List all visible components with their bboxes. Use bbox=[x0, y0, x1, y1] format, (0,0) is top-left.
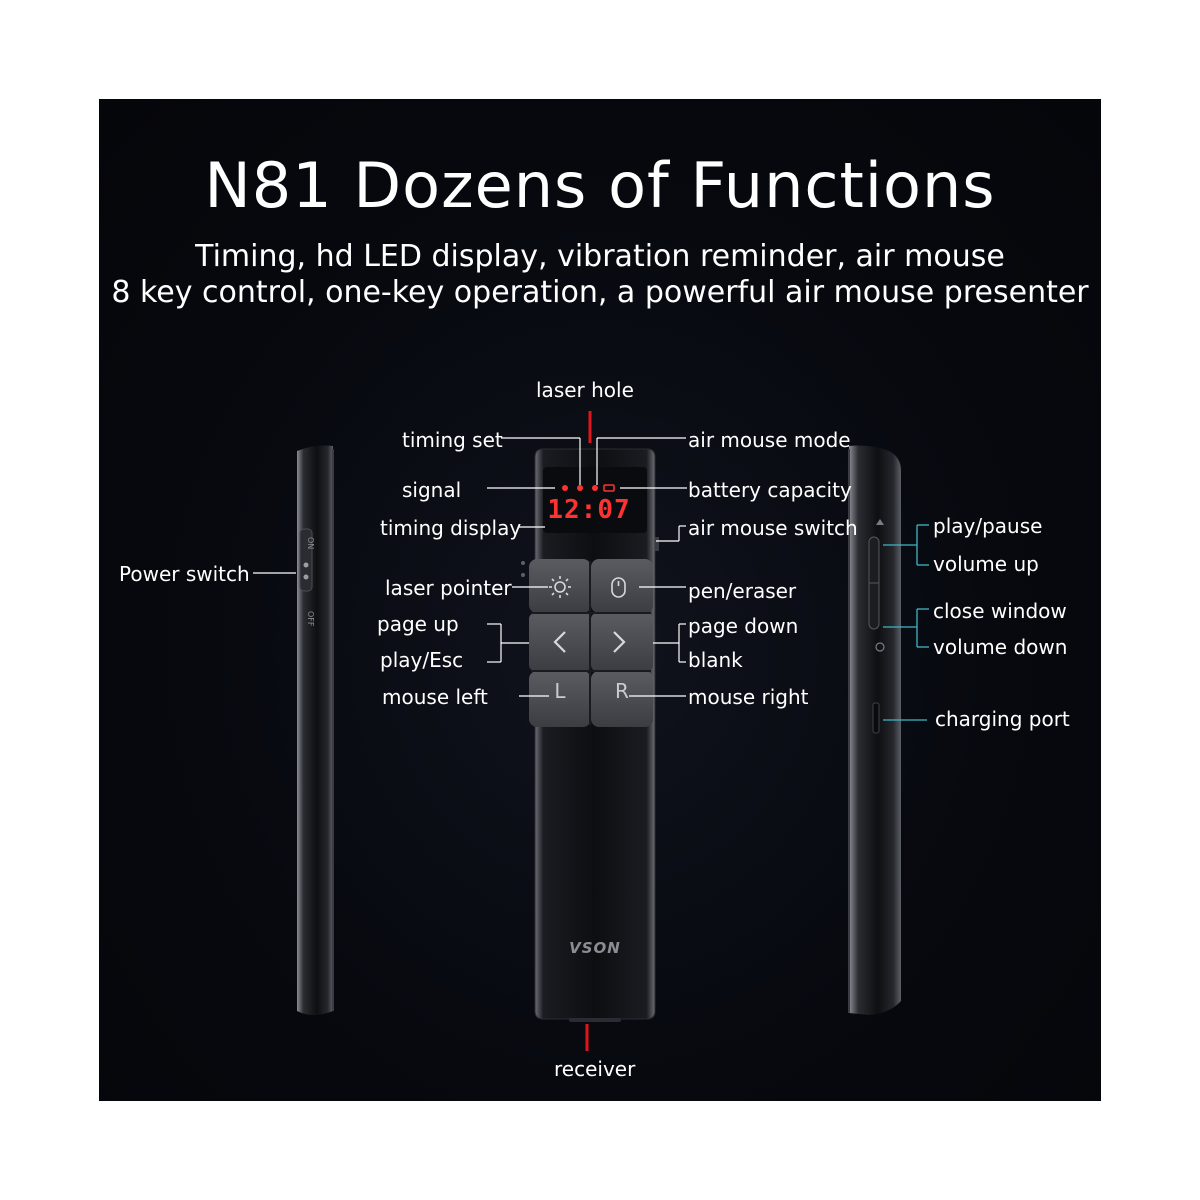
label-mouse-left: mouse left bbox=[382, 685, 488, 709]
feature-line-1: Timing, hd LED display, vibration remind… bbox=[195, 239, 1005, 274]
label-air-mouse-mode: air mouse mode bbox=[688, 428, 851, 452]
callout-lines bbox=[253, 437, 687, 697]
mouse-left-key[interactable] bbox=[529, 671, 591, 727]
label-power-switch: Power switch bbox=[119, 562, 250, 586]
side-button-brackets bbox=[883, 524, 929, 721]
switch-on-mark: ON bbox=[306, 537, 315, 550]
label-volume-down: volume down bbox=[933, 635, 1068, 659]
label-timing-display: timing display bbox=[380, 516, 522, 540]
label-signal: signal bbox=[402, 478, 462, 502]
label-page-up: page up bbox=[377, 612, 459, 636]
label-air-mouse-switch: air mouse switch bbox=[688, 516, 858, 540]
signal-icon bbox=[562, 485, 568, 491]
feature-line-2: 8 key control, one-key operation, a powe… bbox=[111, 275, 1089, 310]
close-icon bbox=[875, 642, 885, 652]
battery-icon bbox=[603, 484, 615, 492]
product-diagram-panel: N81 Dozens of Functions Timing, hd LED d… bbox=[99, 99, 1101, 1101]
page-down-key[interactable] bbox=[591, 613, 653, 671]
label-mouse-right: mouse right bbox=[688, 685, 809, 709]
label-volume-up: volume up bbox=[933, 552, 1039, 576]
mouse-left-key-label: L bbox=[554, 679, 566, 703]
label-laser-pointer: laser pointer bbox=[385, 576, 512, 600]
label-page-down: page down bbox=[688, 614, 799, 638]
label-close-window: close window bbox=[933, 599, 1067, 623]
led-status-icons bbox=[562, 484, 615, 492]
front-view bbox=[521, 448, 659, 1022]
charging-port-slot bbox=[872, 702, 880, 734]
device-illustration bbox=[253, 411, 929, 1051]
page-title: N81 Dozens of Functions bbox=[204, 149, 996, 222]
label-timing-set: timing set bbox=[402, 428, 503, 452]
right-side-view bbox=[848, 445, 901, 1015]
mouse-right-key[interactable] bbox=[591, 671, 653, 727]
pen-eraser-key[interactable] bbox=[591, 559, 653, 613]
page-up-key[interactable] bbox=[529, 613, 591, 671]
led-display-window bbox=[543, 467, 647, 533]
up-arrow-icon bbox=[876, 519, 884, 525]
laser-pointer-key[interactable] bbox=[529, 559, 591, 613]
label-pen-eraser: pen/eraser bbox=[688, 579, 797, 603]
switch-off-mark: OFF bbox=[306, 611, 315, 627]
led-time-display: 12:07 bbox=[547, 495, 631, 525]
timer-icon bbox=[577, 485, 583, 491]
chevron-right-icon bbox=[613, 631, 626, 653]
label-play-esc: play/Esc bbox=[380, 648, 464, 672]
label-charging-port: charging port bbox=[935, 707, 1070, 731]
brand-logo: VSON bbox=[569, 939, 621, 957]
label-laser-hole: laser hole bbox=[536, 378, 634, 402]
power-switch-slider[interactable] bbox=[299, 528, 313, 592]
left-side-view bbox=[297, 445, 334, 1015]
mouse-right-key-label: R bbox=[615, 679, 629, 703]
chevron-left-icon bbox=[553, 631, 566, 653]
label-receiver: receiver bbox=[554, 1057, 636, 1081]
label-battery-capacity: battery capacity bbox=[688, 478, 852, 502]
label-blank: blank bbox=[688, 648, 743, 672]
mouse-icon bbox=[611, 577, 626, 598]
air-mouse-icon bbox=[592, 485, 598, 491]
label-play-pause: play/pause bbox=[933, 514, 1043, 538]
sun-icon bbox=[549, 576, 571, 598]
